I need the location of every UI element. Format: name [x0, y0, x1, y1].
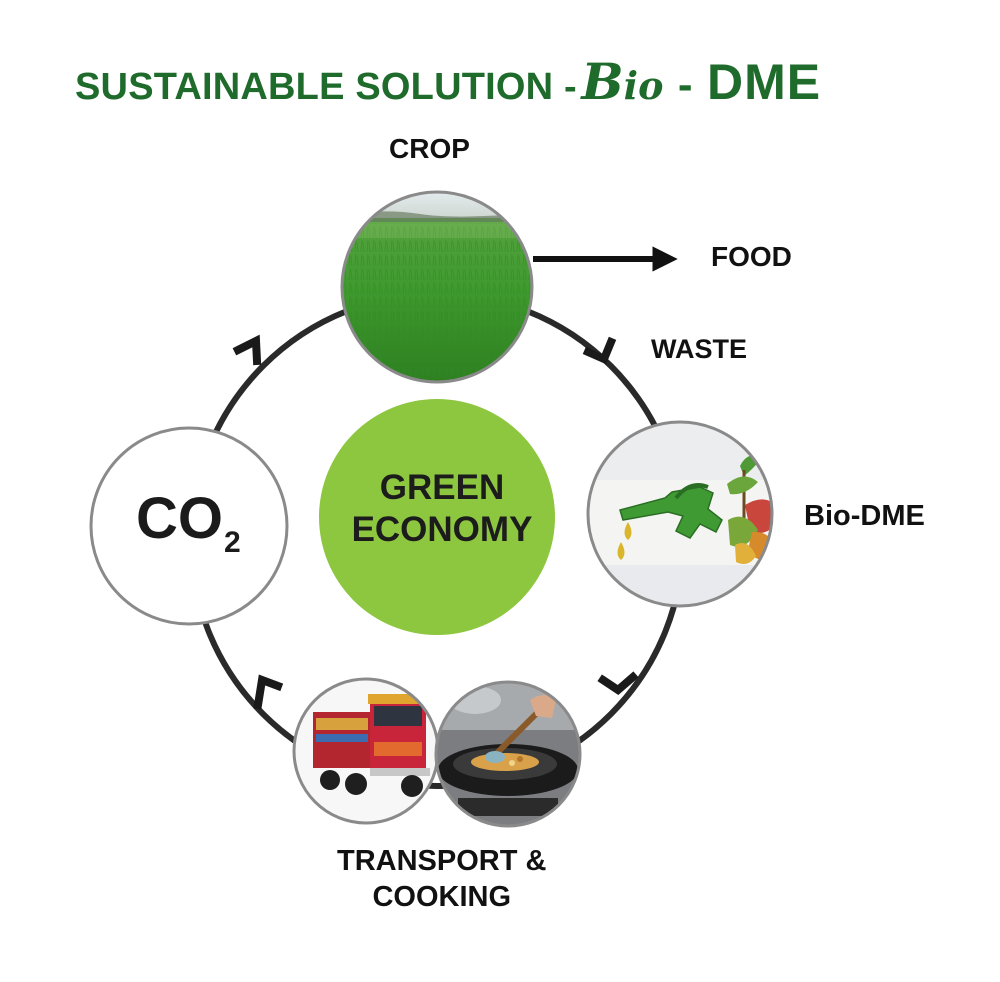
green-economy-label: GREEN ECONOMY — [351, 468, 533, 549]
crop-label: CROP — [389, 133, 470, 164]
title-bio: Bio — [581, 52, 664, 111]
crop-node — [340, 190, 534, 384]
transport-node — [292, 677, 440, 825]
arrow-co2-to-crop — [232, 334, 262, 366]
diagram-title: SUSTAINABLE SOLUTION - Bio - DME — [75, 52, 915, 112]
arrow-transport-to-co2 — [253, 674, 284, 710]
transport-cooking-label: TRANSPORT & COOKING — [337, 845, 547, 913]
waste-label: WASTE — [651, 334, 748, 364]
co2-node — [89, 426, 289, 626]
title-separator: - — [677, 60, 693, 109]
arrow-crop-to-waste — [582, 336, 617, 365]
truck-image — [294, 679, 438, 823]
co2-label: CO2 — [136, 486, 241, 559]
title-dme: DME — [706, 54, 822, 110]
bio-dme-node — [586, 420, 774, 608]
bio-dme-label: Bio-DME — [804, 500, 925, 532]
food-label: FOOD — [711, 241, 792, 272]
cooking-node — [434, 680, 582, 828]
title-main: SUSTAINABLE SOLUTION - — [75, 66, 577, 108]
arrow-bio-to-transport — [597, 671, 639, 696]
green-economy-circle — [319, 399, 555, 635]
